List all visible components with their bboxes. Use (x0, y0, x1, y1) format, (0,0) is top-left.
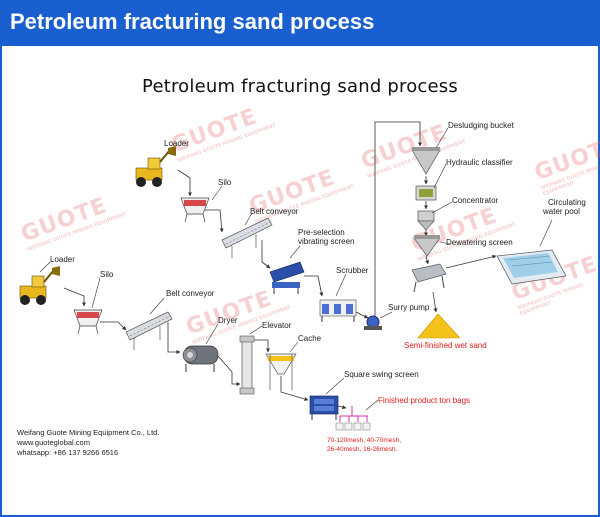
mesh-size: 40-70mesh, (366, 437, 402, 444)
label-silo-upper: Silo (218, 178, 232, 187)
cache-hopper-icon (265, 353, 297, 390)
label-silo-lower: Silo (100, 270, 114, 279)
company-name: Weifang Guote Mining Equipment Co., Ltd. (17, 428, 160, 437)
label-scrubber: Scrubber (336, 266, 369, 275)
silo-lower-icon (73, 309, 103, 335)
label-hydraulic-classifier: Hydraulic classifier (446, 158, 513, 167)
desludging-cone-icon (413, 235, 441, 257)
loader-upper-icon (135, 146, 176, 187)
ton-bags-icon (335, 406, 371, 431)
label-desludging-bucket: Desludging bucket (448, 121, 514, 130)
belt-conveyor-upper-icon (221, 217, 273, 258)
header-banner: Petroleum fracturing sand process (0, 0, 600, 46)
label-elevator: Elevator (262, 321, 292, 330)
label-dryer: Dryer (218, 316, 238, 325)
label-cache: Cache (298, 334, 322, 343)
diagram-title: Petroleum fracturing sand process (142, 76, 458, 97)
label-circulating-pool-line1: Circulating (548, 198, 586, 207)
label-preselection-screen-line1: Pre-selection (298, 228, 345, 237)
scrubber-icon (319, 299, 357, 322)
square-swing-screen-icon (309, 395, 339, 420)
hydraulic-classifier-icon (415, 185, 437, 201)
elevator-icon (239, 335, 255, 395)
desludging-bucket-icon (411, 147, 441, 175)
mesh-size: 16-26mesh. (363, 446, 398, 453)
company-whatsapp: whatsapp: +86 137 9266 6516 (17, 448, 119, 457)
label-dewatering-screen: Dewatering screen (446, 238, 513, 247)
circulating-water-pool-icon (496, 249, 567, 285)
label-circulating-pool-line2: water pool (543, 207, 580, 216)
label-loader-lower: Loader (50, 255, 75, 264)
preselection-screen-icon (269, 261, 305, 294)
slurry-pump-icon (364, 315, 382, 330)
dryer-icon (182, 345, 219, 372)
semi-finished-sand-pile-icon (417, 313, 461, 339)
label-concentrator: Concentrator (452, 196, 499, 205)
label-belt-conveyor-upper: Belt conveyor (250, 207, 299, 216)
page-title: Petroleum fracturing sand process (10, 9, 375, 34)
label-loader-upper: Loader (164, 139, 189, 148)
dewatering-screen-icon (411, 263, 447, 293)
concentrator-icon (417, 210, 435, 231)
mesh-size: 70-120mesh, (327, 437, 365, 444)
label-slurry-pump: Surry pump (388, 303, 430, 312)
label-finished-bags: Finished product ton bags (378, 396, 471, 405)
label-semi-finished-sand: Semi-finished wet sand (404, 341, 487, 350)
label-preselection-screen-line2: vibrating screen (298, 237, 355, 246)
label-square-swing-screen: Square swing screen (344, 370, 419, 379)
company-info: Weifang Guote Mining Equipment Co., Ltd.… (17, 428, 159, 458)
label-belt-conveyor-lower: Belt conveyor (166, 289, 215, 298)
loader-lower-icon (19, 266, 60, 305)
company-website: www.guoteglobal.com (17, 438, 90, 447)
mesh-sizes: 70-120mesh, 40-70mesh, 26-40mesh, 16-26m… (327, 436, 401, 454)
silo-upper-icon (180, 197, 210, 223)
mesh-size: 26-40mesh, (327, 446, 362, 453)
belt-conveyor-lower-icon (125, 311, 173, 350)
